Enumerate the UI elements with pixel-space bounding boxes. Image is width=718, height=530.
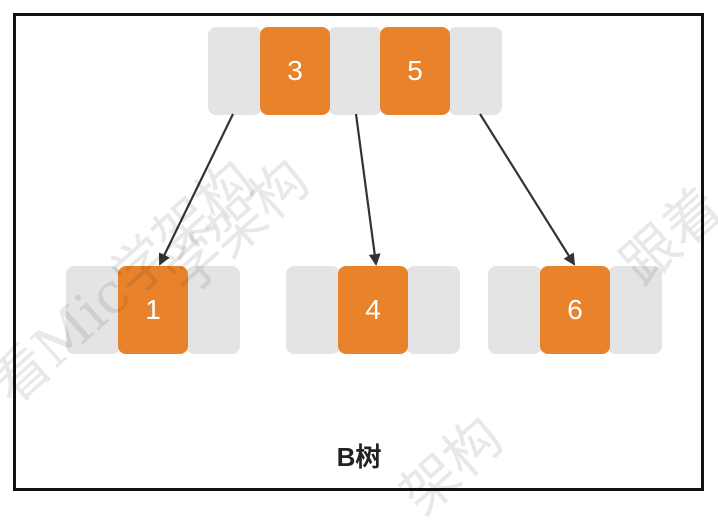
- root-node: 3 5: [208, 27, 502, 115]
- child-right-key: 6: [540, 266, 610, 354]
- child-middle-pointer-1: [406, 266, 460, 354]
- child-middle-key: 4: [338, 266, 408, 354]
- root-key-0: 3: [260, 27, 330, 115]
- root-key-1: 5: [380, 27, 450, 115]
- edge-root-to-right: [479, 113, 576, 266]
- child-node-middle: 4: [286, 266, 460, 354]
- edge-root-to-middle: [354, 113, 381, 266]
- root-pointer-2: [448, 27, 502, 115]
- root-pointer-1: [328, 27, 382, 115]
- child-left-pointer-0: [66, 266, 120, 354]
- edge-root-to-left: [158, 113, 234, 266]
- edge-layer: [158, 113, 576, 266]
- diagram-caption: B树: [336, 442, 382, 472]
- child-right-pointer-0: [488, 266, 542, 354]
- child-middle-pointer-0: [286, 266, 340, 354]
- child-right-pointer-1: [608, 266, 662, 354]
- child-left-key: 1: [118, 266, 188, 354]
- child-node-right: 6: [488, 266, 662, 354]
- child-left-pointer-1: [186, 266, 240, 354]
- root-pointer-0: [208, 27, 262, 115]
- child-node-left: 1: [66, 266, 240, 354]
